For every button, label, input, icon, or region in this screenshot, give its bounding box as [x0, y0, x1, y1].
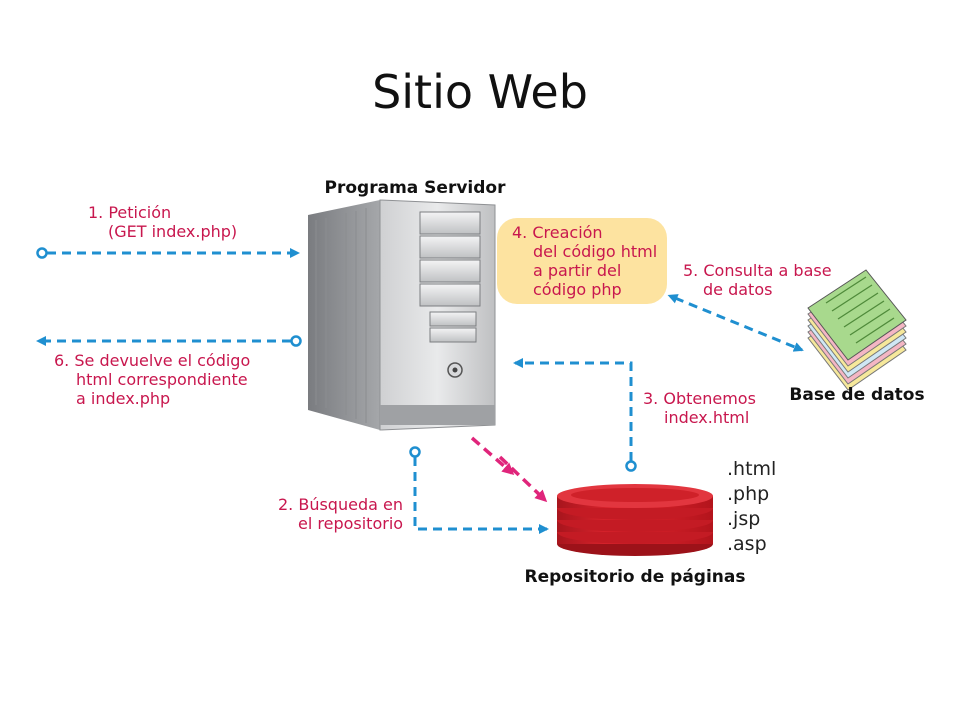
svg-text:de datos: de datos: [703, 280, 772, 299]
request-origin-dot: [36, 247, 48, 259]
svg-text:el repositorio: el repositorio: [298, 514, 403, 533]
step1-label: 1. Petición (GET index.php): [88, 203, 237, 241]
repository-label: Repositorio de páginas: [525, 567, 746, 587]
extension-item: .html: [727, 458, 776, 480]
repo-return-arrow: [513, 358, 633, 461]
repo-search-dot: [409, 446, 421, 458]
svg-text:del código html: del código html: [533, 242, 657, 261]
step6-label: 6. Se devuelve el código html correspond…: [54, 351, 250, 408]
repo-search-arrow: [413, 457, 549, 534]
svg-text:2. Búsqueda en: 2. Búsqueda en: [278, 495, 403, 514]
svg-text:a index.php: a index.php: [76, 389, 170, 408]
svg-text:html correspondiente: html correspondiente: [76, 370, 248, 389]
step2-label: 2. Búsqueda en el repositorio: [278, 495, 403, 533]
svg-text:index.html: index.html: [664, 408, 749, 427]
server-icon: [308, 199, 496, 431]
step5-label: 5. Consulta a base de datos: [683, 261, 832, 299]
page-title: Sitio Web: [372, 65, 588, 119]
response-origin-dot: [290, 335, 302, 347]
extension-item: .jsp: [727, 508, 760, 530]
extensions-list: .html .php .jsp .asp: [727, 458, 776, 555]
svg-text:(GET index.php): (GET index.php): [108, 222, 237, 241]
repository-icon: [557, 484, 713, 556]
server-to-repo-arrow-2: [498, 455, 548, 503]
svg-text:1. Petición: 1. Petición: [88, 203, 171, 222]
svg-text:4. Creación: 4. Creación: [512, 223, 603, 242]
svg-text:3. Obtenemos: 3. Obtenemos: [643, 389, 756, 408]
svg-text:5. Consulta a base: 5. Consulta a base: [683, 261, 832, 280]
server-label: Programa Servidor: [325, 178, 507, 198]
svg-text:a partir del: a partir del: [533, 261, 621, 280]
database-icon: [807, 269, 907, 391]
extension-item: .asp: [727, 533, 767, 555]
server-to-repo-arrow-1: [470, 436, 515, 475]
db-query-arrow: [667, 294, 804, 352]
step3-label: 3. Obtenemos index.html: [643, 389, 756, 427]
repo-return-dot: [625, 460, 637, 472]
database-label: Base de datos: [789, 385, 924, 405]
step4-label: 4. Creación del código html a partir del…: [512, 223, 657, 299]
extension-item: .php: [727, 483, 769, 505]
step4-note-box: [497, 218, 667, 304]
svg-text:código php: código php: [533, 280, 622, 299]
svg-text:6. Se devuelve el código: 6. Se devuelve el código: [54, 351, 250, 370]
